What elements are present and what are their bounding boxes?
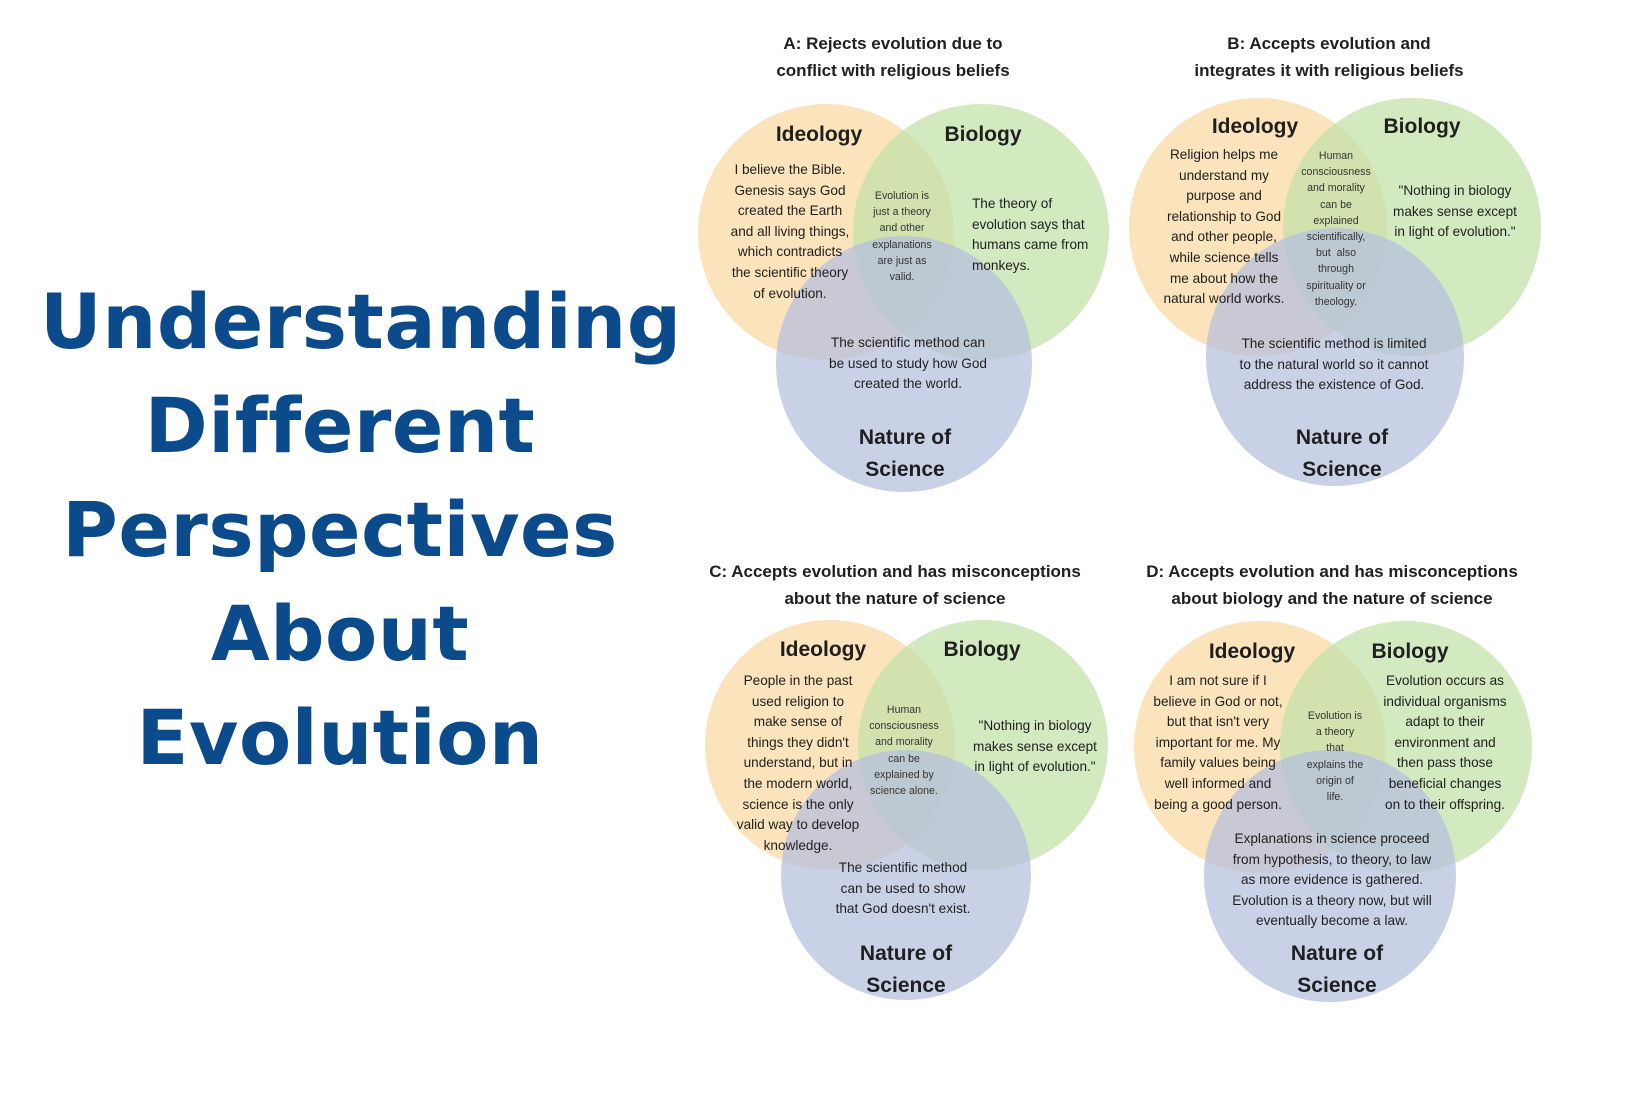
panel-a-ideology-label: Ideology	[775, 123, 863, 146]
panel-b-nos-circle	[1206, 228, 1464, 486]
panel-d-nos-label: Nature of Science	[1290, 942, 1384, 997]
panel-a-nos-label: Nature of Science	[858, 426, 952, 481]
panel-c-biology-text: "Nothing in biology makes sense except i…	[973, 718, 1097, 775]
panel-a-nos-circle	[776, 236, 1032, 492]
panel-c-overlap-text: Human consciousness and morality can be …	[869, 704, 939, 798]
panel-d-nos-text: Explanations in science proceed from hyp…	[1232, 831, 1432, 929]
panel-c-nos-label: Nature of Science	[859, 942, 953, 997]
panel-c-title: C: Accepts evolution and has misconcepti…	[709, 562, 1081, 608]
panel-b-nos-label: Nature of Science	[1295, 426, 1389, 481]
panel-b-biology-text: "Nothing in biology makes sense except i…	[1393, 183, 1517, 240]
panel-d-biology-label: Biology	[1371, 640, 1449, 663]
panel-c-biology-label: Biology	[943, 638, 1021, 661]
panel-d-title: D: Accepts evolution and has misconcepti…	[1146, 562, 1518, 608]
panel-c-nos-circle	[781, 750, 1031, 1000]
panel-a-biology-text: The theory of evolution says that humans…	[972, 196, 1089, 273]
panel-b-overlap-text: Human consciousness and morality can be …	[1301, 150, 1371, 308]
panel-a-title: A: Rejects evolution due to conflict wit…	[776, 34, 1010, 80]
panel-a-ideology-text: I believe the Bible. Genesis says God cr…	[730, 162, 850, 301]
panel-d-biology-text: Evolution occurs as individual organisms…	[1383, 673, 1507, 812]
panel-c-nos-text: The scientific method can be used to sho…	[835, 860, 971, 917]
panel-d-ideology-label: Ideology	[1208, 640, 1296, 663]
panel-d-overlap-text: Evolution is a theory that explains the …	[1306, 710, 1364, 804]
panel-b-ideology-text: Religion helps me understand my purpose …	[1163, 147, 1285, 307]
panel-b-biology-label: Biology	[1383, 115, 1461, 138]
panel-a-nos-text: The scientific method can be used to stu…	[829, 335, 987, 392]
panel-a-overlap-text: Evolution is just a theory and other exp…	[872, 190, 932, 284]
panel-b-ideology-label: Ideology	[1211, 115, 1299, 138]
panel-d-nos-circle	[1204, 750, 1456, 1002]
panel-a-biology-label: Biology	[944, 123, 1022, 146]
panel-c-ideology-label: Ideology	[779, 638, 867, 661]
panel-c-ideology-text: People in the past used religion to make…	[736, 673, 860, 853]
main-title: Understanding Different Perspectives Abo…	[40, 277, 682, 782]
panel-d-ideology-text: I am not sure if I believe in God or not…	[1153, 673, 1283, 812]
panel-b-title: B: Accepts evolution and integrates it w…	[1194, 34, 1464, 80]
panel-b-nos-text: The scientific method is limited to the …	[1239, 336, 1429, 393]
